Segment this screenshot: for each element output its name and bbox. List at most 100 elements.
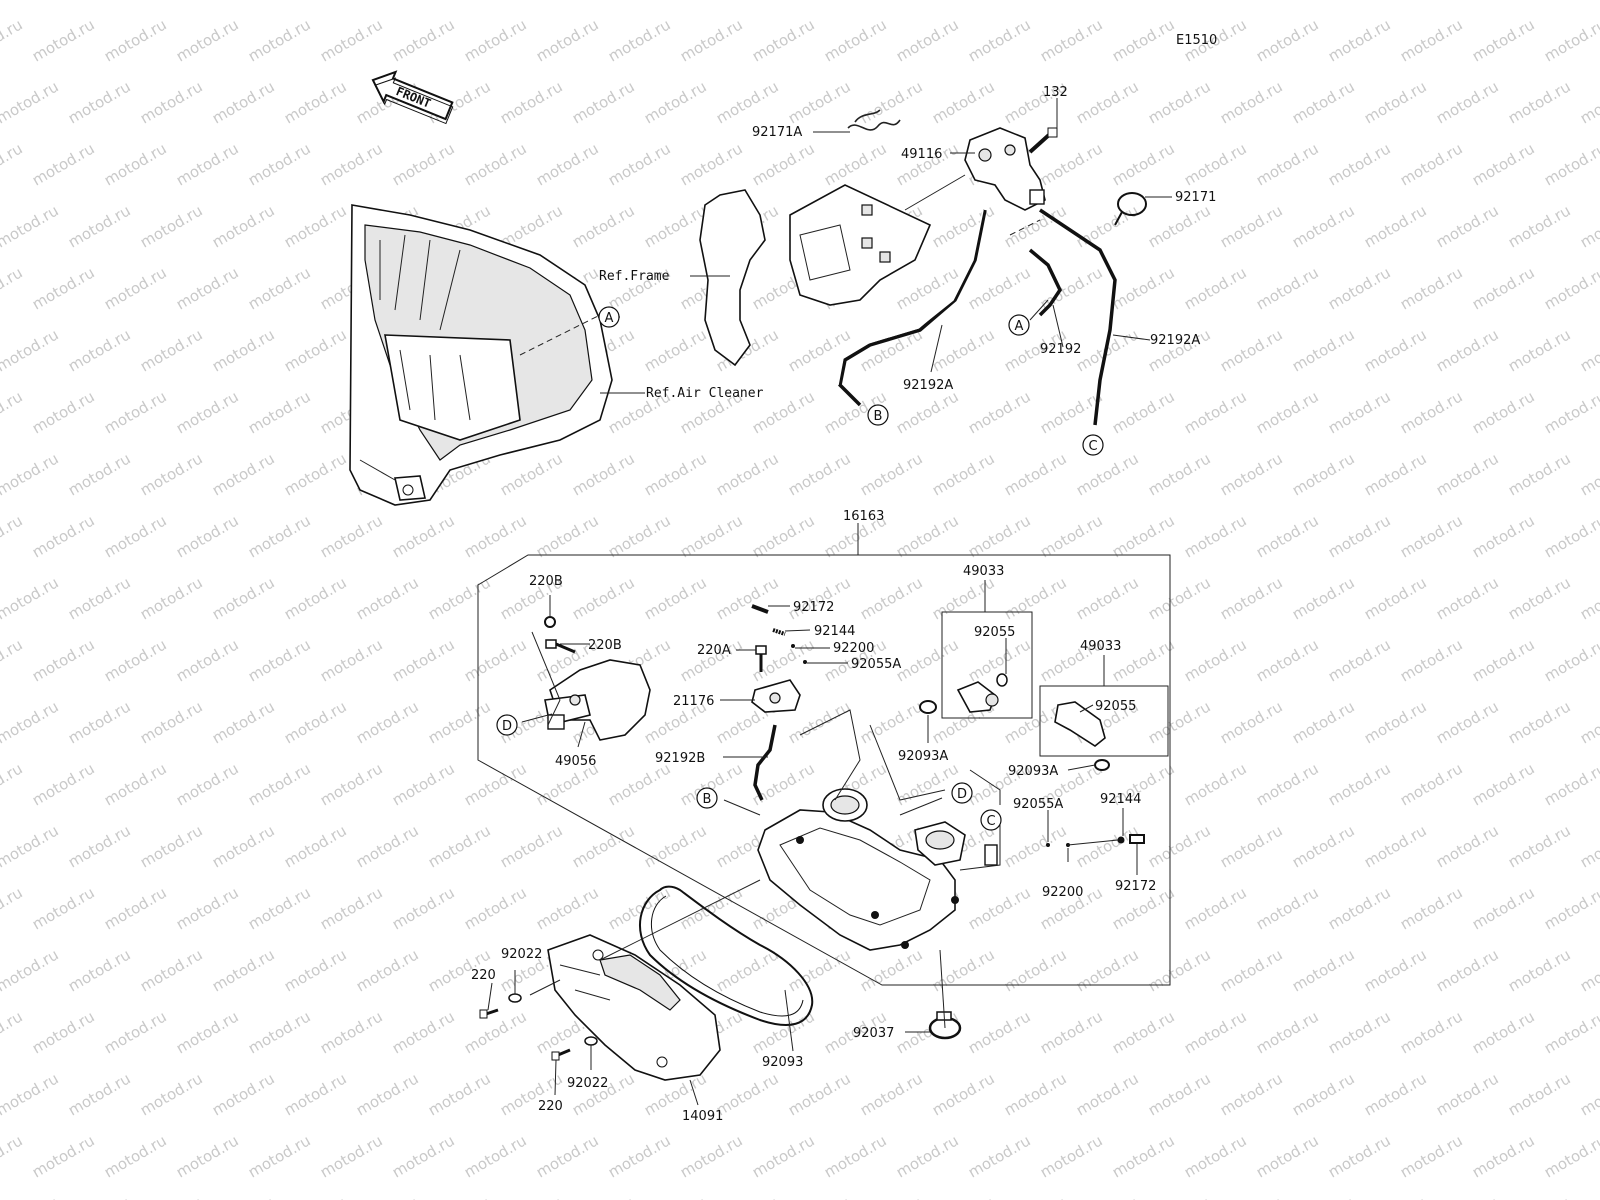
ref-frame-label: Ref.Frame xyxy=(599,269,670,284)
watermark-text: motod.ru xyxy=(1433,697,1502,747)
watermark-text: motod.ru xyxy=(0,511,26,561)
part-label-92192B: 92192B xyxy=(655,751,705,766)
watermark-text: motod.ru xyxy=(209,325,278,375)
part-label-92022-bottom: 92022 xyxy=(567,1076,608,1091)
watermark-text: motod.ru xyxy=(893,15,962,65)
bolt-220-bottom xyxy=(551,1048,571,1061)
watermark-text: motod.ru xyxy=(1505,201,1574,251)
watermark-text: motod.ru xyxy=(1505,325,1574,375)
watermark-text: motod.ru xyxy=(1361,1069,1430,1119)
watermark-text: motod.ru xyxy=(1253,759,1322,809)
watermark-text: motod.ru xyxy=(389,883,458,933)
ref-air-cleaner-label: Ref.Air Cleaner xyxy=(646,386,764,401)
watermark-text: motod.ru xyxy=(1541,1007,1600,1057)
watermark-text: motod.ru xyxy=(209,0,278,3)
hose-92192A-right xyxy=(1039,208,1117,426)
watermark-text: motod.ru xyxy=(101,759,170,809)
watermark-text: motod.ru xyxy=(245,635,314,685)
watermark-text: motod.ru xyxy=(569,449,638,499)
watermark-text: motod.ru xyxy=(245,1007,314,1057)
watermark-text: motod.ru xyxy=(1433,573,1502,623)
watermark-text: motod.ru xyxy=(101,1007,170,1057)
watermark-text: motod.ru xyxy=(0,139,26,189)
watermark-text: motod.ru xyxy=(65,697,134,747)
watermark-text: motod.ru xyxy=(497,449,566,499)
watermark-text: motod.ru xyxy=(173,387,242,437)
watermark-text: motod.ru xyxy=(1541,15,1600,65)
watermark-text: motod.ru xyxy=(389,1007,458,1057)
watermark-text: motod.ru xyxy=(1289,1069,1358,1119)
watermark-text: motod.ru xyxy=(569,573,638,623)
watermark-text: motod.ru xyxy=(137,325,206,375)
hose-92192 xyxy=(1028,248,1063,317)
watermark-text: motod.ru xyxy=(317,1131,386,1181)
watermark-text: motod.ru xyxy=(1325,511,1394,561)
part-label-92192: 92192 xyxy=(1040,342,1081,357)
watermark-text: motod.ru xyxy=(1361,201,1430,251)
watermark-text: motod.ru xyxy=(533,139,602,189)
watermark-text: motod.ru xyxy=(461,635,530,685)
watermark-text: motod.ru xyxy=(1361,573,1430,623)
connector-C-bottom: C xyxy=(980,809,1002,831)
svg-text:D: D xyxy=(502,719,512,734)
watermark-text: motod.ru xyxy=(1433,945,1502,995)
watermark-text: motod.ru xyxy=(1361,0,1430,3)
connector-B-top: B xyxy=(867,404,889,426)
watermark-text: motod.ru xyxy=(1469,263,1538,313)
watermark-text: motod.ru xyxy=(461,883,530,933)
svg-text:C: C xyxy=(986,814,995,829)
watermark-text: motod.ru xyxy=(0,449,62,499)
part-label-49116: 49116 xyxy=(901,147,942,162)
watermark-text: motod.ru xyxy=(173,15,242,65)
valve-49056 xyxy=(544,659,651,741)
watermark-text: motod.ru xyxy=(1037,139,1106,189)
watermark-text: motod.ru xyxy=(137,201,206,251)
watermark-text: motod.ru xyxy=(0,759,26,809)
watermark-text: motod.ru xyxy=(569,0,638,3)
part-label-92144-right: 92144 xyxy=(1100,792,1141,807)
watermark-text: motod.ru xyxy=(1145,77,1214,127)
watermark-text: motod.ru xyxy=(677,883,746,933)
watermark-text: motod.ru xyxy=(929,1193,998,1200)
watermark-text: motod.ru xyxy=(29,263,98,313)
bolt-132 xyxy=(1028,127,1058,154)
watermark-text: motod.ru xyxy=(1181,387,1250,437)
watermark-text: motod.ru xyxy=(1037,1007,1106,1057)
watermark-text: motod.ru xyxy=(929,945,998,995)
watermark-text: motod.ru xyxy=(353,945,422,995)
watermark-text: motod.ru xyxy=(965,387,1034,437)
watermark-text: motod.ru xyxy=(929,449,998,499)
watermark-text: motod.ru xyxy=(65,449,134,499)
watermark-text: motod.ru xyxy=(1541,1131,1600,1181)
watermark-text: motod.ru xyxy=(1181,1131,1250,1181)
watermark-text: motod.ru xyxy=(1577,0,1600,3)
part-label-92093: 92093 xyxy=(762,1055,803,1070)
watermark-text: motod.ru xyxy=(785,1069,854,1119)
watermark-text: motod.ru xyxy=(1397,15,1466,65)
watermark-text: motod.ru xyxy=(281,697,350,747)
part-label-92172-top: 92172 xyxy=(793,600,834,615)
watermark-text: motod.ru xyxy=(641,449,710,499)
watermark-text: motod.ru xyxy=(0,635,26,685)
watermark-text: motod.ru xyxy=(1109,139,1178,189)
watermark-text: motod.ru xyxy=(65,77,134,127)
svg-text:A: A xyxy=(605,311,614,326)
watermark-text: motod.ru xyxy=(281,201,350,251)
watermark-text: motod.ru xyxy=(209,945,278,995)
watermark-text: motod.ru xyxy=(1325,139,1394,189)
watermark-text: motod.ru xyxy=(245,1131,314,1181)
watermark-text: motod.ru xyxy=(461,1007,530,1057)
watermark-text: motod.ru xyxy=(1577,1069,1600,1119)
watermark-text: motod.ru xyxy=(281,77,350,127)
watermark-text: motod.ru xyxy=(1541,263,1600,313)
watermark-text: motod.ru xyxy=(173,883,242,933)
watermark-text: motod.ru xyxy=(497,821,566,871)
air-cleaner-housing xyxy=(349,204,613,506)
watermark-text: motod.ru xyxy=(1073,573,1142,623)
watermark-text: motod.ru xyxy=(1289,325,1358,375)
clip-92171A xyxy=(847,109,901,131)
watermark-text: motod.ru xyxy=(461,139,530,189)
watermark-text: motod.ru xyxy=(533,1131,602,1181)
watermark-text: motod.ru xyxy=(1577,325,1600,375)
watermark-text: motod.ru xyxy=(1361,449,1430,499)
